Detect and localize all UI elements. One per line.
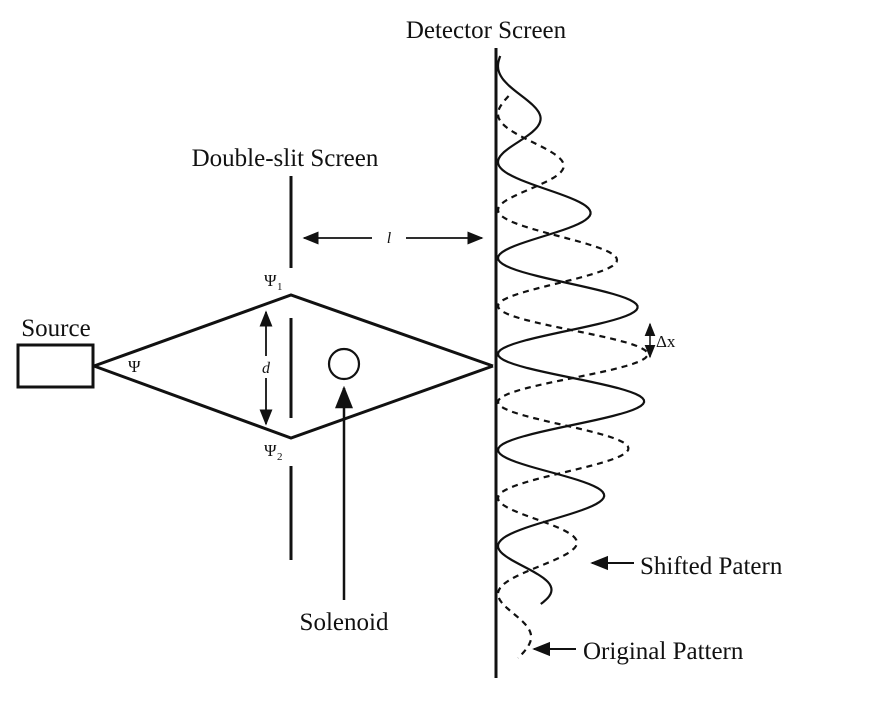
- original-pattern-curve: [496, 95, 649, 659]
- psi2-label: Ψ: [264, 441, 277, 460]
- shifted-pattern-label: Shifted Patern: [640, 553, 783, 580]
- original-pattern-label: Original Pattern: [583, 638, 744, 665]
- upper-beam-path: [93, 293, 494, 368]
- d-label-bg: [256, 356, 276, 378]
- source-box: [16, 343, 95, 389]
- delta-x-label: Δx: [656, 332, 676, 351]
- slit-separation-label: d: [262, 360, 271, 377]
- lower-beam-path: [93, 364, 494, 440]
- double-slit-screen-label: Double-slit Screen: [192, 145, 379, 172]
- psi-label: Ψ: [128, 357, 141, 376]
- solenoid-label: Solenoid: [300, 609, 389, 636]
- solenoid-circle: [327, 347, 361, 381]
- psi1-subscript: 1: [277, 281, 283, 293]
- psi2-subscript: 2: [277, 451, 283, 463]
- psi1-label: Ψ: [264, 271, 277, 290]
- detector-screen-label: Detector Screen: [406, 17, 567, 44]
- source-label: Source: [21, 315, 90, 342]
- distance-l-label: l: [387, 230, 392, 247]
